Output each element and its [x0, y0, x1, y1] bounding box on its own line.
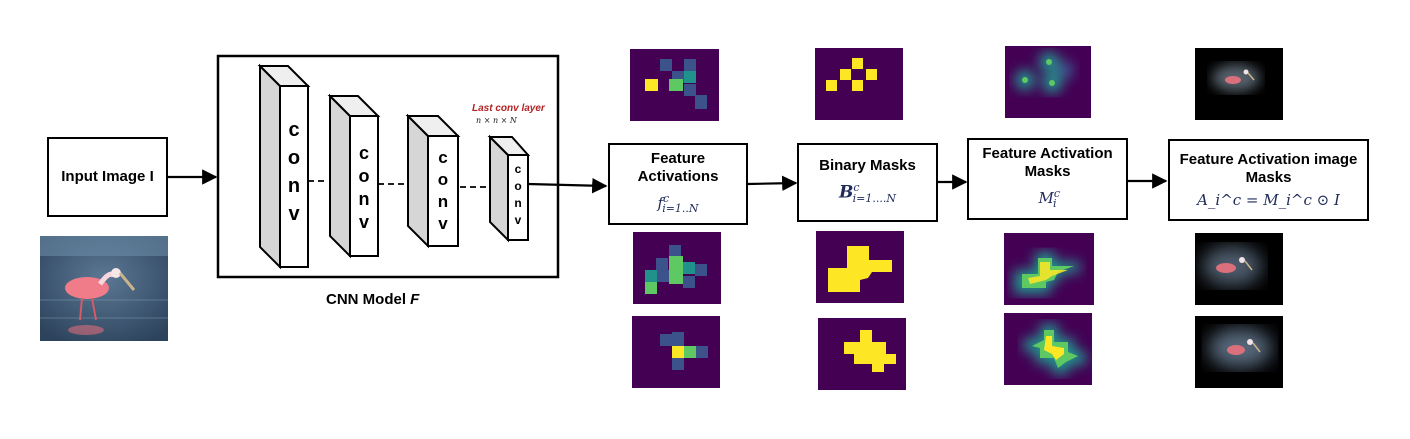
cnn-caption: CNN Model F [326, 291, 419, 308]
conv-layer-4 [487, 134, 531, 243]
binary-mask [815, 48, 903, 120]
smooth-mask [1005, 46, 1091, 118]
binary-mask [816, 231, 904, 303]
arrow-activations-to-binary [747, 175, 798, 191]
activation-heatmap [632, 316, 720, 388]
feature-activation-image-masks-box: Feature Activation image Masks A_i^c = M… [1168, 139, 1369, 221]
stage-title: Binary Masks [819, 156, 916, 174]
masked-image [1195, 48, 1283, 120]
masked-image [1195, 233, 1283, 305]
stage-title: Feature Activation Masks [982, 145, 1113, 180]
stage-formula: fci=1..N [657, 192, 699, 215]
input-image-label: Input Image I [61, 168, 154, 185]
last-conv-layer-label: Last conv layer [472, 103, 545, 114]
bird-photo [40, 236, 168, 341]
stage-title: Feature Activation image Masks [1179, 151, 1358, 186]
binary-mask [818, 318, 906, 390]
input-image-box: Input Image I [47, 137, 168, 217]
activation-heatmap [630, 49, 719, 121]
activation-heatmap [633, 232, 721, 304]
last-conv-layer-dims: n × n × N [476, 116, 517, 125]
feature-activation-masks-box: Feature Activation Masks Mci [967, 138, 1128, 220]
stage-formula: A_i^c = M_i^c ⊙ I [1197, 191, 1340, 209]
cnn-caption-text: CNN Model [326, 291, 411, 308]
feature-activations-box: Feature Activations fci=1..N [608, 143, 748, 225]
stage-formula: Mci [1038, 187, 1060, 210]
stage-title: Feature Activations [637, 150, 719, 185]
binary-masks-box: Binary Masks Bci=1....N [797, 143, 938, 222]
masked-image [1195, 316, 1283, 388]
conv-layer-3 [405, 113, 461, 249]
arrow-cnn-to-activations [527, 177, 608, 194]
smooth-mask [1004, 313, 1092, 385]
smooth-mask [1004, 233, 1094, 305]
conv-layer-2 [327, 93, 381, 259]
cnn-caption-symbol: F [410, 291, 420, 308]
conv-layer-1 [257, 63, 311, 270]
stage-formula: Bci=1....N [839, 180, 896, 206]
